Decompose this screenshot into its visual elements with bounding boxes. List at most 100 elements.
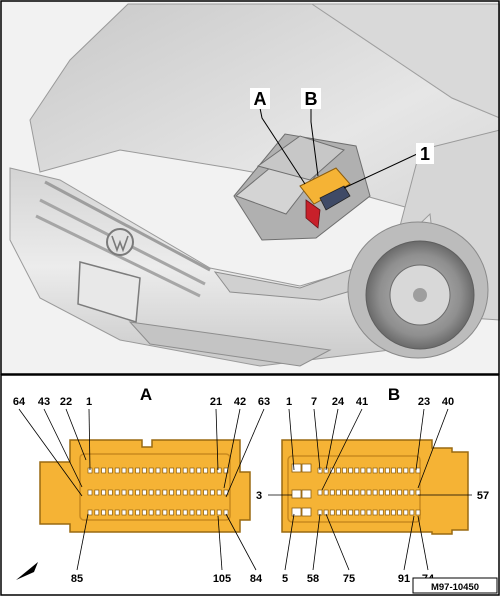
- pin-cavity: [108, 467, 113, 474]
- pin-cavity: [360, 489, 366, 496]
- connector-b-inner: [287, 455, 421, 523]
- pin-cavity: [108, 489, 113, 496]
- pin-cavity: [142, 467, 147, 474]
- pin-cavity: [366, 467, 372, 474]
- figure-id-box: [412, 577, 498, 594]
- connector-panel: A 64 43 22 1 21 42 63 85 105 84: [13, 385, 498, 594]
- pin-cavity: [182, 509, 188, 516]
- callout-box: [250, 88, 270, 109]
- pin-cavity: [342, 489, 347, 496]
- leader-line: [343, 153, 418, 189]
- connector-b-title: B: [388, 385, 400, 404]
- pin-cavity: [385, 509, 390, 516]
- connector-plug-blue: [319, 185, 351, 211]
- pin-cavity: [128, 489, 134, 496]
- pin-cavity: [128, 467, 134, 474]
- pin-cavity: [336, 489, 341, 496]
- pin-cavity: [415, 509, 421, 516]
- pin-cavity: [348, 509, 353, 516]
- connector-b-pins: [291, 463, 421, 517]
- arrow-icon: [16, 562, 38, 580]
- wheel-hub: [413, 288, 427, 302]
- pin-cavity: [128, 509, 134, 516]
- connector-b-body: [281, 439, 469, 535]
- connector-a: A 64 43 22 1 21 42 63 85 105 84: [13, 385, 270, 585]
- pin-cavity: [101, 489, 106, 496]
- pin-cavity: [216, 509, 222, 516]
- panel-frame: [0, 374, 500, 596]
- pin-label-105: 105: [213, 573, 231, 585]
- pin-cavity: [216, 489, 222, 496]
- pin-cavity: [155, 489, 161, 496]
- pin-cavity: [155, 509, 161, 516]
- grille-slat: [44, 180, 211, 272]
- pin-cavity: [409, 467, 415, 474]
- power-pin-cavity: [301, 507, 312, 517]
- pin-cavity: [108, 509, 113, 516]
- pin-cavity: [329, 489, 335, 496]
- pin-cavity: [210, 489, 215, 496]
- pin-cavity: [176, 467, 181, 474]
- pin-label-22: 22: [60, 396, 72, 408]
- pin-cavity: [360, 509, 366, 516]
- pin-cavity: [372, 509, 378, 516]
- control-unit-housing: [256, 135, 345, 181]
- pin-label-57: 57: [477, 490, 489, 502]
- pin-cavity: [155, 467, 161, 474]
- connector-a-labels: 64 43 22 1 21 42 63 85 105 84: [13, 396, 270, 585]
- callout-box: [416, 143, 434, 164]
- pin-cavity: [336, 467, 341, 474]
- pin-cavity: [342, 467, 347, 474]
- pin-cavity: [142, 489, 147, 496]
- pin-label-41: 41: [356, 396, 368, 408]
- pin-cavity: [94, 489, 100, 496]
- pin-cavity: [135, 489, 140, 496]
- connector-b: B 1 7 24 41 23 40 3 57 5 58 75 91 74: [256, 385, 489, 585]
- connector-plug-red: [305, 199, 321, 229]
- pin-cavity: [101, 467, 106, 474]
- pin-label-40: 40: [442, 396, 454, 408]
- pin-cavity: [203, 467, 208, 474]
- pin-cavity: [196, 467, 202, 474]
- pin-cavity: [360, 467, 366, 474]
- callout-b: B: [305, 89, 318, 109]
- pin-cavity: [409, 489, 415, 496]
- pin-label-24: 24: [332, 396, 345, 408]
- pin-cavity: [348, 489, 353, 496]
- pin-cavity: [182, 489, 188, 496]
- pin-cavity: [223, 467, 229, 474]
- callout-a: A: [254, 89, 267, 109]
- connector-a-body: [39, 439, 251, 533]
- pin-cavity: [317, 489, 323, 496]
- callout-1: 1: [420, 144, 430, 164]
- pin-cavity: [329, 467, 335, 474]
- pin-cavity: [135, 467, 140, 474]
- pin-cavity: [189, 489, 195, 496]
- pin-label-63: 63: [258, 396, 270, 408]
- pin-cavity: [366, 509, 372, 516]
- pin-cavity: [176, 489, 181, 496]
- pin-cavity: [354, 489, 360, 496]
- pin-cavity: [196, 489, 202, 496]
- lower-grille: [128, 321, 332, 367]
- pin-cavity: [189, 467, 195, 474]
- power-pin-cavity: [291, 507, 302, 517]
- pin-label-85: 85: [71, 573, 83, 585]
- pin-cavity: [348, 467, 353, 474]
- windshield: [310, 3, 500, 119]
- pin-label-58: 58: [307, 573, 319, 585]
- pin-cavity: [415, 467, 421, 474]
- connector-a-title: A: [140, 385, 152, 404]
- pin-cavity: [121, 467, 127, 474]
- pin-label-21: 21: [210, 396, 222, 408]
- leader-line: [259, 107, 306, 185]
- pin-cavity: [378, 489, 384, 496]
- pin-cavity: [329, 509, 335, 516]
- pin-cavity: [101, 509, 106, 516]
- pin-cavity: [121, 489, 127, 496]
- pin-cavity: [397, 467, 402, 474]
- power-pin-cavity: [291, 463, 302, 473]
- connector-a-leaders: [18, 408, 265, 571]
- pin-cavity: [162, 489, 168, 496]
